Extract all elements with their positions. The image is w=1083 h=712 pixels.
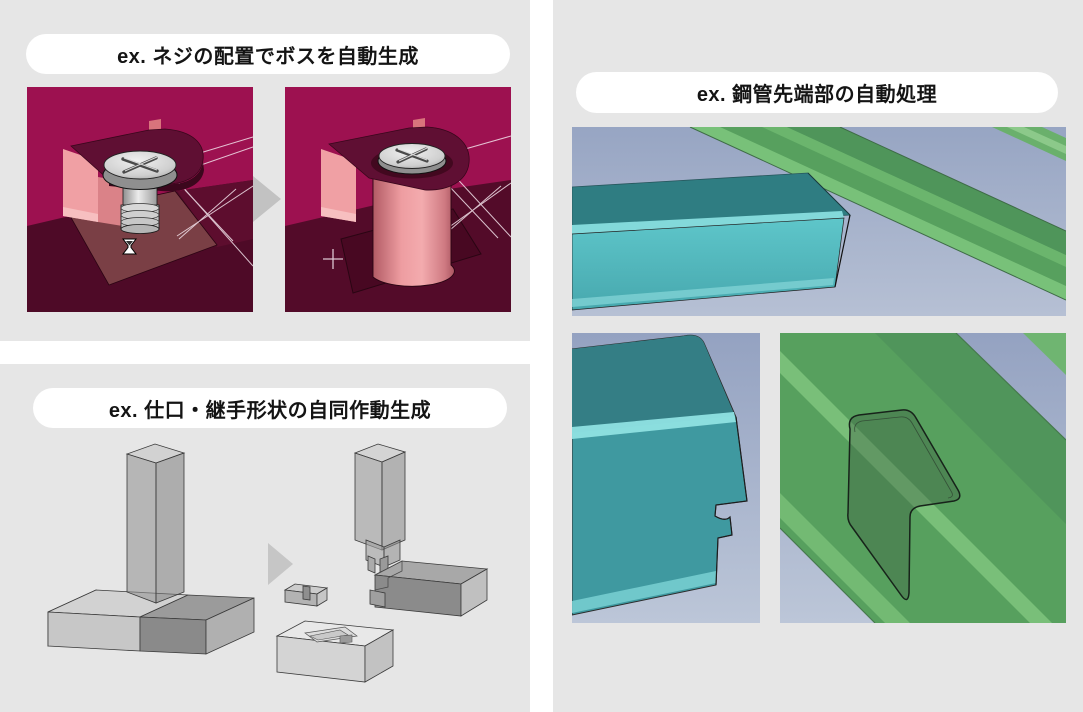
cad-screw-before-image bbox=[27, 87, 253, 312]
generated-boss bbox=[372, 166, 455, 287]
phillips-cross-icon bbox=[121, 156, 159, 174]
joint-section-title: ex. 仕口・継手形状の自同作動生成 bbox=[33, 388, 507, 428]
teal-tube bbox=[572, 172, 851, 311]
pipe-section-title: ex. 鋼管先端部の自動処理 bbox=[576, 72, 1058, 113]
cad-boss-after-image bbox=[285, 87, 511, 312]
joint-assembled-view bbox=[47, 443, 255, 655]
screw bbox=[102, 150, 178, 234]
cad-tube-end-notch-image bbox=[572, 333, 760, 623]
cad-tube-cutout-image bbox=[780, 333, 1066, 623]
panel-pipe-processing: ex. 鋼管先端部の自動処理 bbox=[553, 0, 1083, 712]
crosshair-cursor-icon bbox=[323, 249, 343, 269]
pipe-section-title-text: ex. 鋼管先端部の自動処理 bbox=[696, 84, 938, 106]
boss-section-title: ex. ネジの配置でボスを自動生成 bbox=[26, 34, 510, 74]
joint-exploded-view bbox=[275, 443, 489, 683]
arrow-right-icon bbox=[253, 176, 281, 222]
joint-section-title-text: ex. 仕口・継手形状の自同作動生成 bbox=[108, 399, 432, 422]
cad-joint-scene-image bbox=[47, 443, 489, 683]
green-tube bbox=[689, 127, 1066, 301]
panel-joint-generation: ex. 仕口・継手形状の自同作動生成 bbox=[0, 364, 530, 712]
cad-tube-junction-image bbox=[572, 127, 1066, 316]
panel-boss-generation: ex. ネジの配置でボスを自動生成 bbox=[0, 0, 530, 341]
green-tube-cutout bbox=[780, 333, 1066, 623]
arrow-right-icon bbox=[268, 543, 293, 585]
boss-section-title-text: ex. ネジの配置でボスを自動生成 bbox=[117, 45, 419, 68]
construction-lines bbox=[436, 135, 511, 239]
hourglass-cursor-icon bbox=[121, 238, 138, 255]
